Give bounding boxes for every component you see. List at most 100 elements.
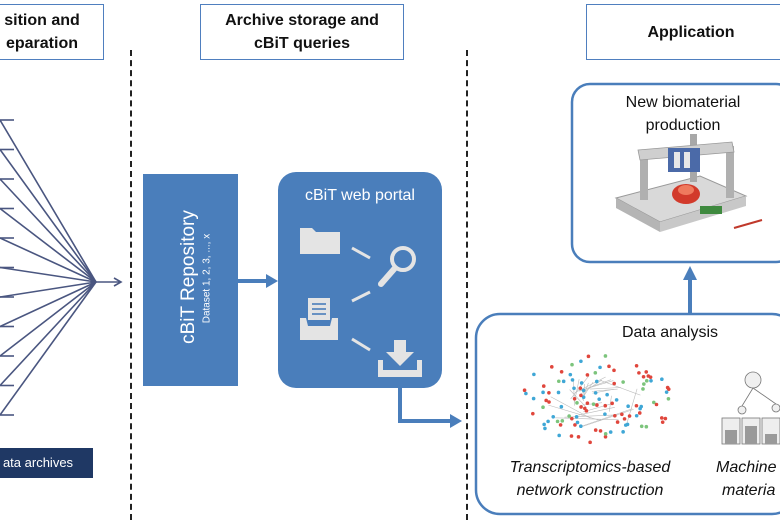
network-edge (555, 417, 619, 421)
network-edge (574, 376, 606, 393)
network-node (556, 379, 561, 384)
network-node (664, 390, 669, 394)
network-node (584, 409, 589, 413)
network-node (651, 400, 656, 405)
network-node (649, 378, 653, 383)
network-node (610, 401, 614, 406)
network-node (648, 375, 653, 379)
machine-caption: Machine materia (716, 456, 780, 502)
fan-line (0, 178, 97, 283)
network-node (603, 432, 608, 436)
network-node (644, 379, 649, 383)
network-node (641, 387, 645, 391)
network-node (547, 390, 551, 395)
network-node (603, 354, 608, 358)
network-edge (548, 404, 601, 421)
transcriptomics-caption-line2: network construction (516, 482, 664, 499)
biomaterial-title: New biomaterial production (572, 91, 780, 137)
network-node (620, 412, 624, 417)
network-node (663, 416, 668, 421)
network-node (579, 381, 584, 385)
network-node (559, 369, 564, 374)
network-node (585, 401, 590, 405)
network-edge (564, 414, 618, 418)
biomaterial-box (570, 82, 780, 264)
network-node (579, 405, 583, 409)
network-node (574, 415, 579, 419)
network-node (659, 416, 664, 420)
network-node (603, 434, 608, 439)
data-fan-lines (0, 119, 97, 416)
network-node (595, 403, 599, 407)
network-node (605, 392, 609, 397)
network-node (588, 440, 592, 445)
network-edge (580, 409, 634, 428)
separator-left (130, 50, 132, 520)
fan-line (0, 281, 97, 387)
fan-line (0, 281, 97, 328)
network-node (634, 403, 639, 408)
network-node (598, 365, 602, 370)
network-node (660, 420, 665, 424)
header-archive: Archive storage and cBiT queries (200, 4, 404, 60)
network-node (522, 388, 527, 393)
download-icon (378, 340, 422, 377)
network-node (634, 413, 639, 418)
network-node (598, 429, 603, 433)
network-node (557, 433, 561, 438)
network-node (573, 423, 577, 427)
network-node (570, 416, 574, 421)
network-node (615, 420, 620, 424)
network-node (568, 372, 573, 377)
network-node (607, 364, 611, 369)
fan-line (0, 266, 97, 283)
network-node (575, 420, 580, 425)
header-application-title: Application (647, 23, 735, 41)
network-edge (580, 380, 614, 391)
data-archives-box (0, 448, 93, 478)
header-acquisition: sition and eparation (0, 4, 104, 60)
fan-line (0, 119, 97, 283)
network-node (614, 398, 619, 402)
network-node (541, 384, 546, 388)
network-node (524, 391, 528, 396)
network-node (586, 354, 591, 359)
repository-datasets: Dataset 1, 2, 3, ..., x (201, 233, 213, 324)
network-node (621, 380, 625, 384)
portal-dash-3 (351, 337, 371, 352)
fan-line (0, 281, 97, 298)
network-edge (569, 389, 587, 408)
network-node (612, 368, 616, 373)
separator-right (466, 50, 468, 520)
network-node (572, 396, 577, 401)
network-node (627, 414, 632, 418)
network-node (549, 365, 554, 369)
arrow-portal-to-analysis-head (450, 414, 462, 428)
network-node (542, 422, 546, 427)
network-edge (626, 388, 638, 425)
portal-dash-2 (351, 290, 371, 303)
network-node (572, 386, 576, 391)
network-node (555, 419, 560, 424)
portal-dash-1 (351, 246, 371, 260)
portal-title: cBiT web portal (305, 187, 415, 204)
fan-line (0, 237, 97, 283)
biomaterial-title-line1: New biomaterial (625, 94, 741, 111)
network-edge (608, 395, 612, 412)
header-archive-line1: Archive storage and (225, 12, 379, 29)
header-acquisition-line1: sition and (4, 12, 80, 29)
network-node (541, 405, 545, 410)
network-node (551, 415, 556, 419)
network-node (644, 370, 649, 374)
network-node (567, 414, 571, 418)
network-node (625, 422, 630, 427)
network-node (579, 393, 583, 398)
network-node (581, 395, 586, 400)
network-node (634, 363, 639, 368)
network-node (591, 402, 596, 406)
network-node (546, 419, 550, 424)
network-node (593, 371, 598, 375)
header-archive-line2: cBiT queries (253, 35, 351, 52)
bioprinter-illustration (614, 134, 763, 232)
network-node (603, 403, 608, 408)
